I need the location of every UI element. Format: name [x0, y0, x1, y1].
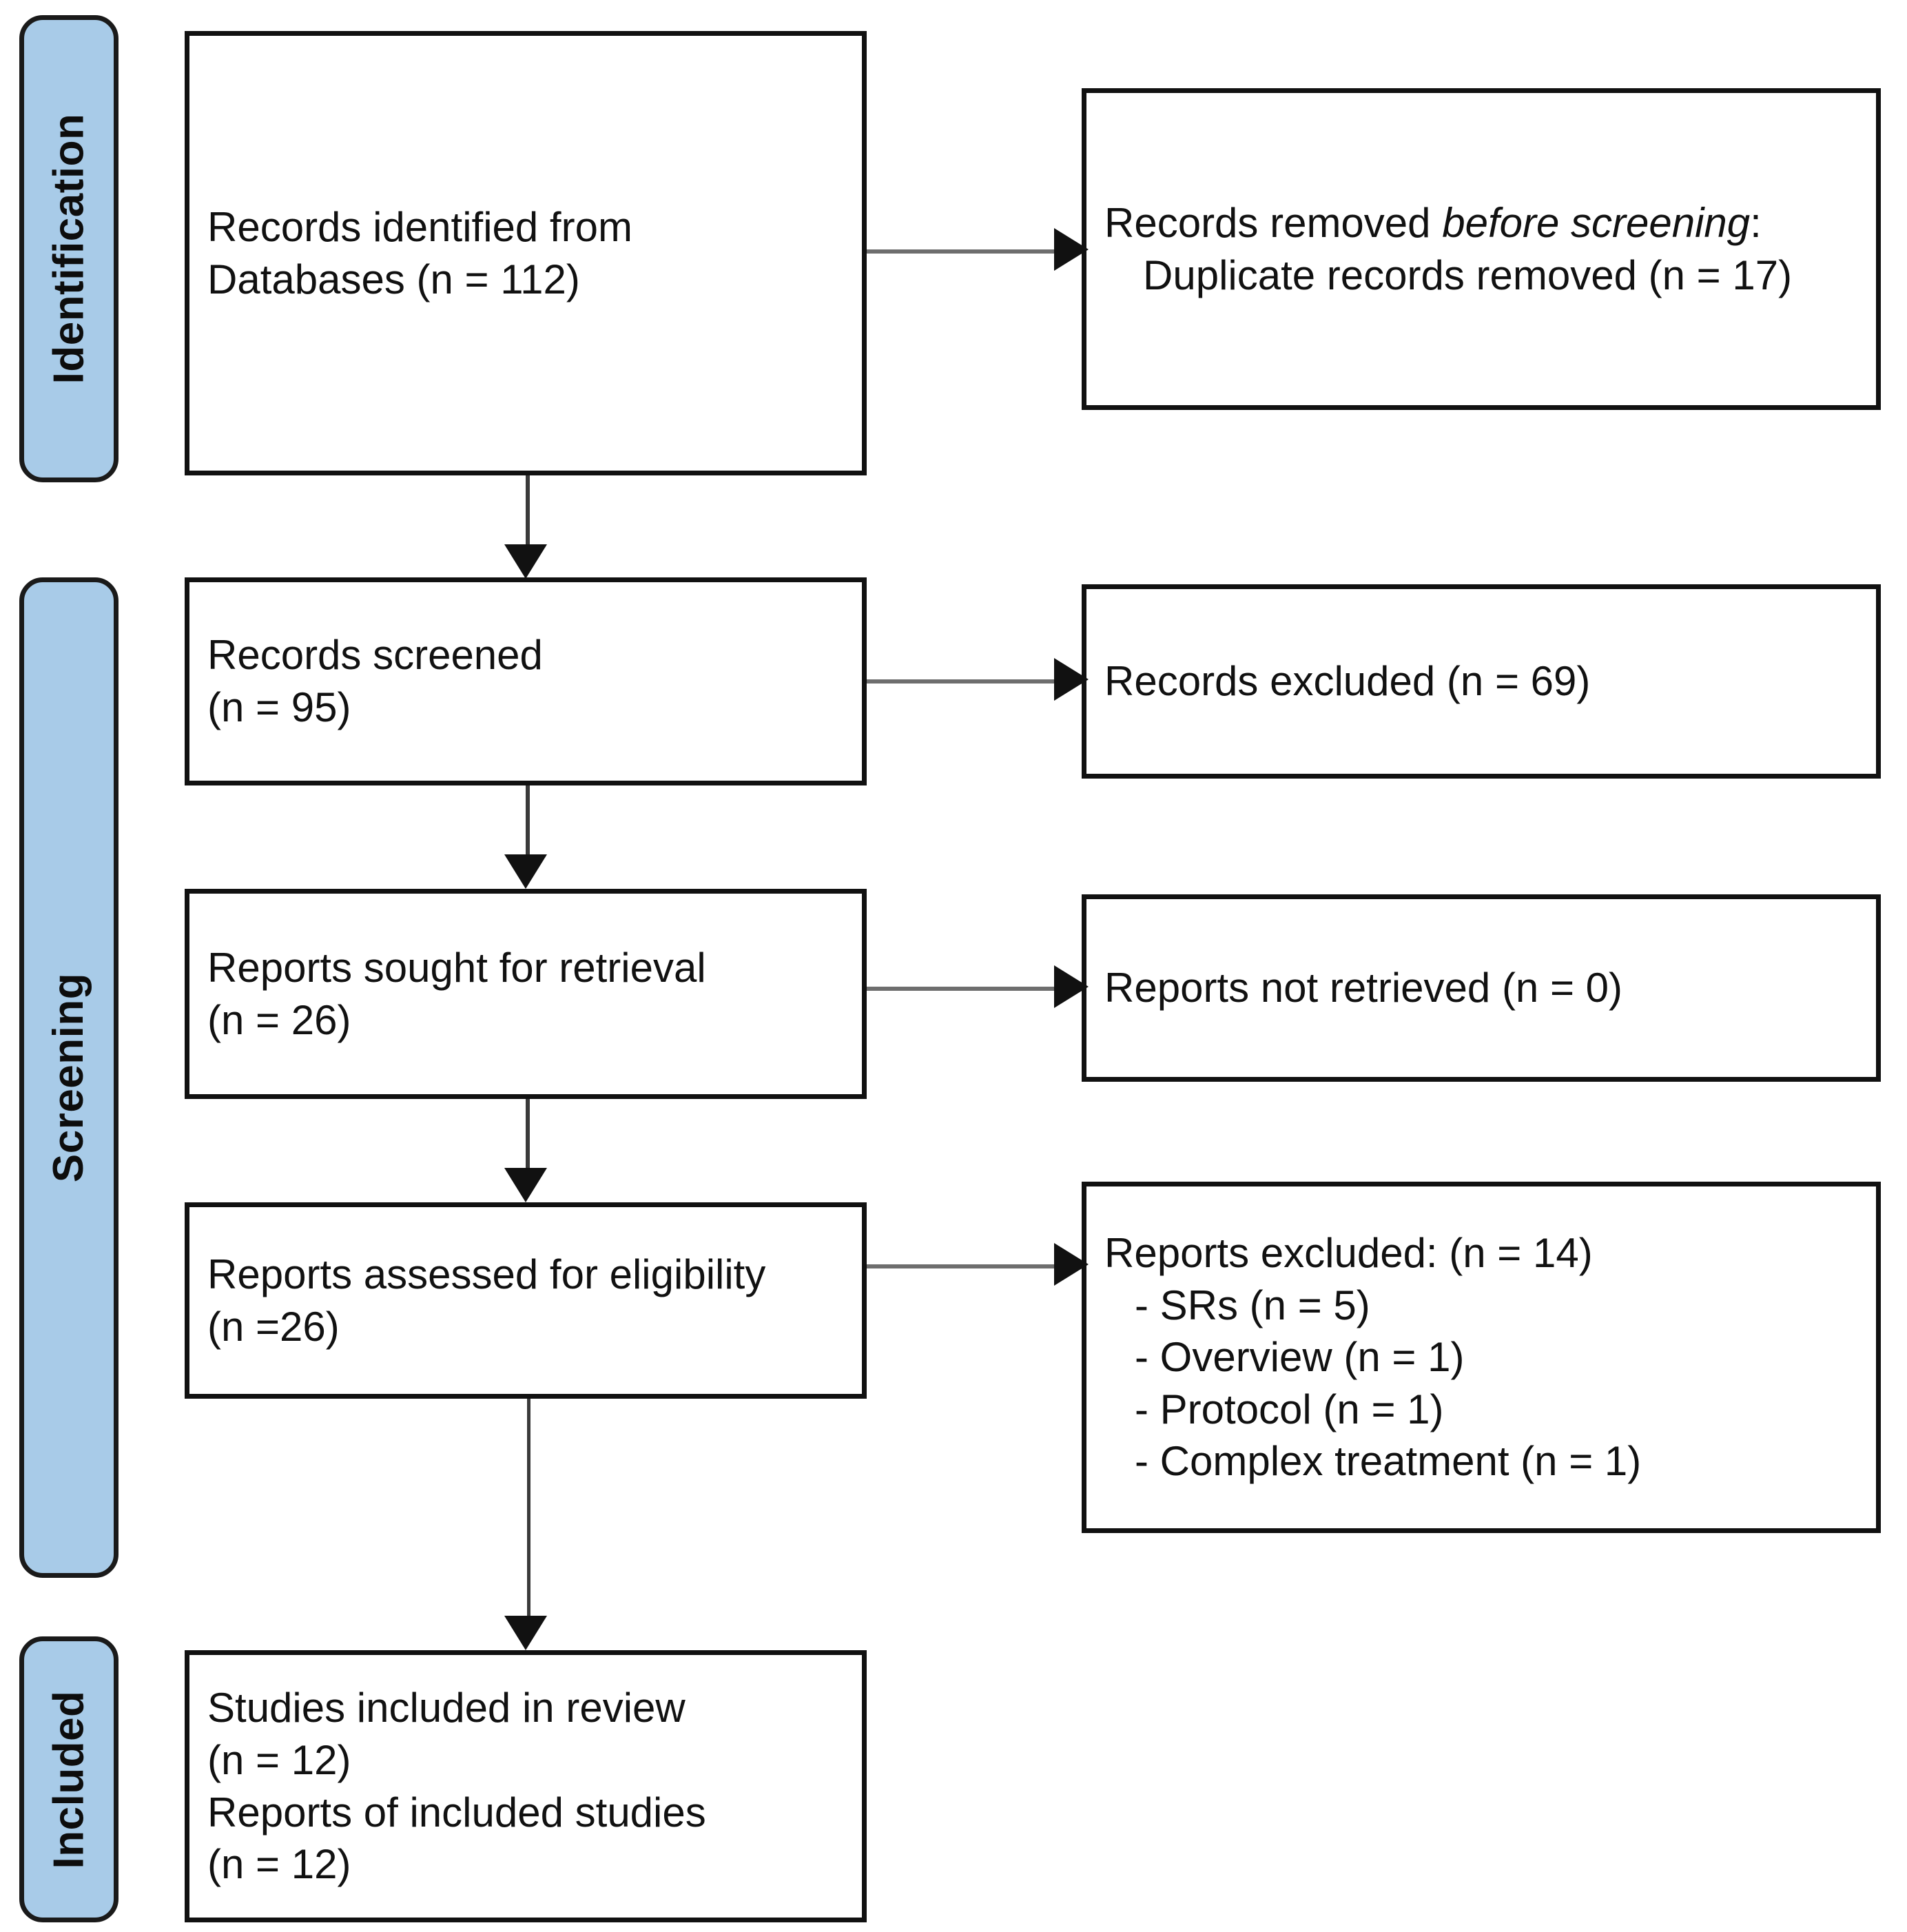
box-records-removed: Records removed before screening: Duplica…: [1082, 88, 1881, 410]
studies-included-line2: (n = 12): [207, 1736, 351, 1783]
records-removed-line2: Duplicate records removed (n = 17): [1143, 251, 1793, 298]
records-excluded-line1: Records excluded (n = 69): [1104, 658, 1591, 705]
reports-excluded-item-protocol: - Protocol (n = 1): [1135, 1386, 1444, 1432]
records-removed-line1-emphasis: before screening: [1442, 199, 1751, 246]
box-records-excluded: Records excluded (n = 69): [1082, 584, 1881, 779]
phase-label-screening: Screening: [19, 577, 118, 1578]
box-records-excluded-text: Records excluded (n = 69): [1086, 655, 1608, 708]
phase-label-included: Included: [19, 1636, 118, 1922]
reports-sought-line2: (n = 26): [207, 996, 351, 1043]
phase-label-included-text: Included: [45, 1690, 92, 1869]
box-records-screened: Records screened (n = 95): [185, 577, 867, 785]
reports-not-retrieved-line1: Reports not retrieved (n = 0): [1104, 965, 1623, 1011]
box-reports-not-retrieved-text: Reports not retrieved (n = 0): [1086, 962, 1640, 1014]
studies-included-line4: (n = 12): [207, 1841, 351, 1888]
studies-included-line1: Studies included in review: [207, 1685, 686, 1731]
reports-assessed-line1: Reports assessed for eligibility: [207, 1251, 766, 1297]
records-screened-line2: (n = 95): [207, 684, 351, 730]
records-removed-line1-suffix: :: [1750, 199, 1762, 246]
phase-label-identification: Identification: [19, 15, 118, 482]
box-reports-assessed-text: Reports assessed for eligibility (n =26): [189, 1248, 783, 1353]
phase-label-identification-text: Identification: [45, 113, 92, 384]
records-identified-line1: Records identified from: [207, 203, 632, 250]
reports-assessed-line2: (n =26): [207, 1303, 340, 1350]
box-reports-assessed: Reports assessed for eligibility (n =26): [185, 1202, 867, 1399]
records-identified-line2: Databases (n = 112): [207, 256, 580, 302]
box-records-removed-text: Records removed before screening: Duplica…: [1086, 197, 1810, 301]
box-reports-excluded-text: Reports excluded: (n = 14) - SRs (n = 5) -…: [1086, 1227, 1659, 1488]
reports-excluded-heading: Reports excluded: (n = 14): [1104, 1230, 1593, 1277]
reports-excluded-item-complex-treatment: - Complex treatment (n = 1): [1135, 1438, 1642, 1485]
phase-label-screening-text: Screening: [45, 972, 92, 1183]
reports-excluded-item-srs: - SRs (n = 5): [1135, 1282, 1370, 1328]
box-reports-excluded: Reports excluded: (n = 14) - SRs (n = 5) -…: [1082, 1182, 1881, 1533]
box-reports-sought: Reports sought for retrieval (n = 26): [185, 889, 867, 1099]
box-reports-sought-text: Reports sought for retrieval (n = 26): [189, 942, 724, 1046]
records-removed-line1-prefix: Records removed: [1104, 199, 1443, 246]
reports-sought-line1: Reports sought for retrieval: [207, 944, 706, 991]
studies-included-line3: Reports of included studies: [207, 1789, 706, 1836]
box-records-screened-text: Records screened (n = 95): [189, 629, 561, 733]
box-reports-not-retrieved: Reports not retrieved (n = 0): [1082, 894, 1881, 1082]
records-screened-line1: Records screened: [207, 632, 543, 679]
reports-excluded-item-overview: - Overview (n = 1): [1135, 1334, 1465, 1381]
box-studies-included: Studies included in review (n = 12) Report…: [185, 1650, 867, 1922]
box-studies-included-text: Studies included in review (n = 12) Report…: [189, 1682, 724, 1890]
